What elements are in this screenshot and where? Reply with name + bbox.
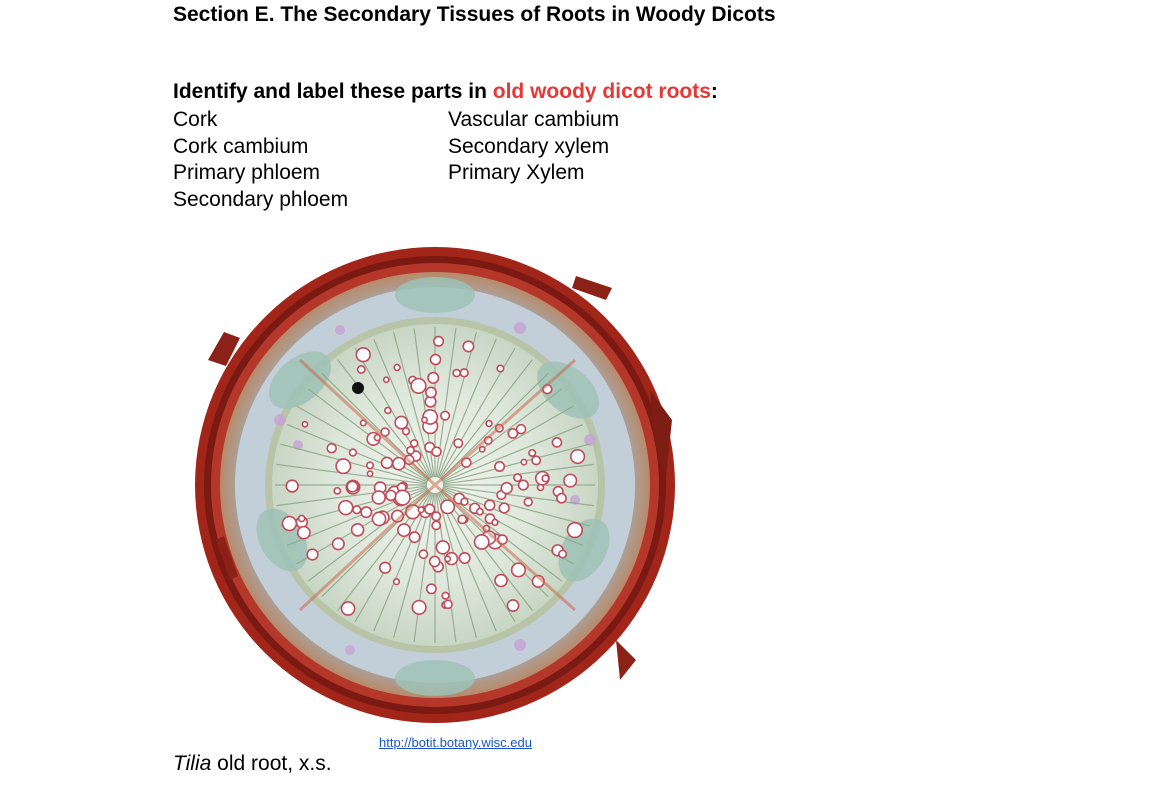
parts-list-right: Vascular cambium Secondary xylem Primary…: [448, 107, 619, 187]
caption-genus: Tilia: [173, 752, 212, 775]
part-item: Secondary phloem: [173, 187, 349, 211]
part-item: Cork: [173, 108, 218, 131]
part-item: Primary Xylem: [448, 161, 585, 184]
part-item: Vascular cambium: [448, 108, 620, 131]
part-item: Secondary xylem: [448, 134, 610, 158]
part-item: Cork cambium: [173, 134, 309, 158]
parts-list-left: Cork Cork cambium Primary phloem Seconda…: [173, 107, 348, 213]
source-link[interactable]: http://botit.botany.wisc.edu: [379, 735, 532, 750]
root-cross-section-micrograph: [195, 247, 675, 723]
instruction-heading: Identify and label these parts in old wo…: [173, 80, 718, 104]
instruction-highlight: old woody dicot roots: [492, 80, 711, 103]
part-item: Primary phloem: [173, 161, 321, 184]
section-title: Section E. The Secondary Tissues of Root…: [173, 3, 776, 26]
instruction-suffix: :: [710, 80, 718, 103]
figure-caption: Tilia old root, x.s.: [173, 752, 332, 776]
instruction-prefix: Identify and label these parts in: [173, 80, 493, 103]
caption-description: old root, x.s.: [211, 752, 332, 775]
